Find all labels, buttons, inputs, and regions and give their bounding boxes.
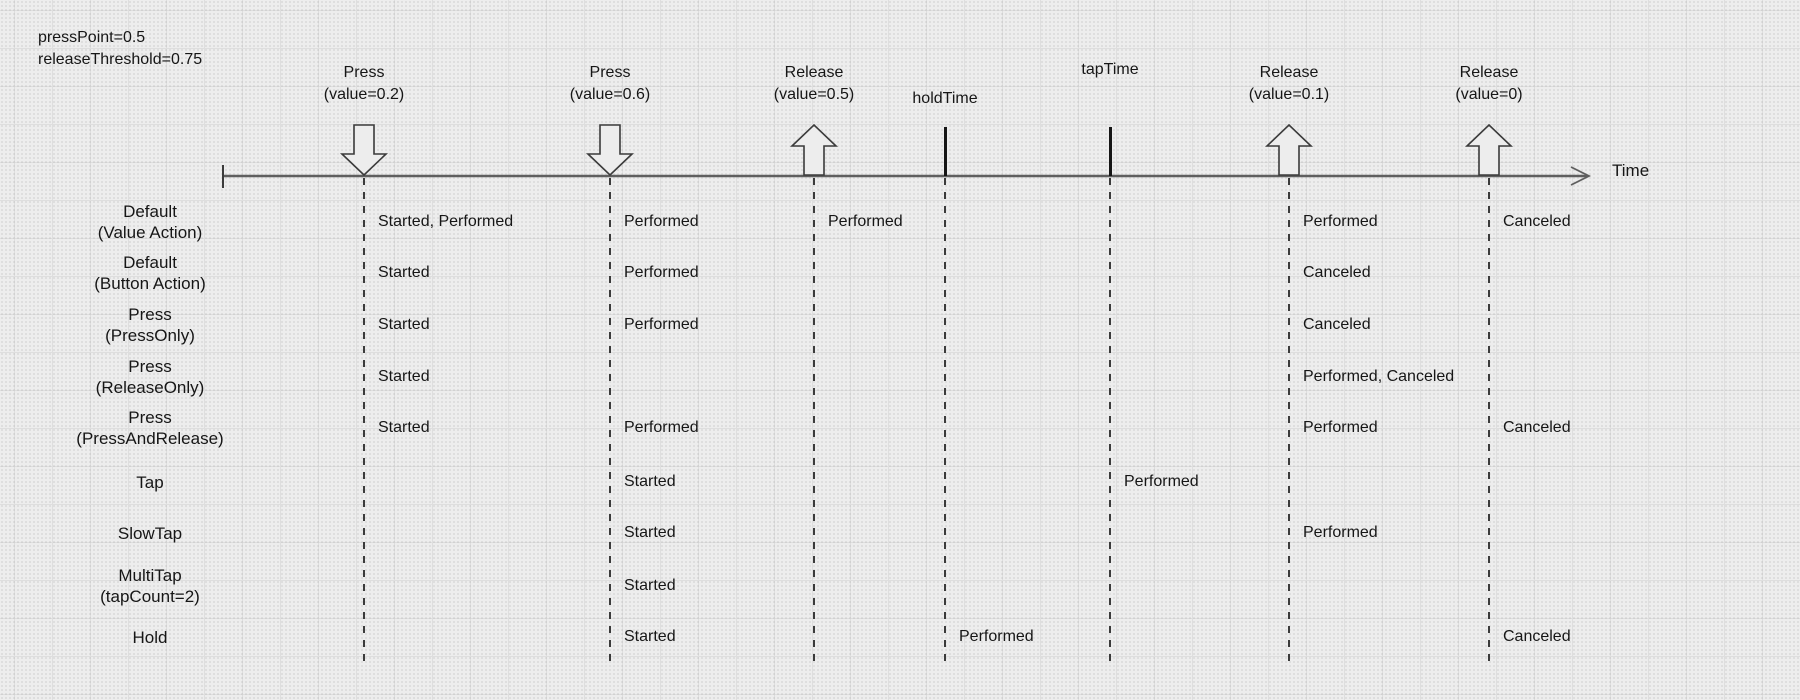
phase-cell: Started <box>624 628 676 645</box>
event-label-release-value-0-5: Release (value=0.5) <box>774 62 855 106</box>
event-subtitle: (value=0.5) <box>773 86 855 103</box>
phase-cell: Started <box>378 368 430 385</box>
event-title: tapTime <box>1081 61 1139 78</box>
row-label-multitap-tapcount-2: MultiTap (tapCount=2) <box>0 565 300 607</box>
event-subtitle: (value=0.6) <box>569 86 651 103</box>
row-subtitle: (tapCount=2) <box>100 587 200 606</box>
event-label-tap-time: tapTime <box>1081 59 1138 81</box>
arrow-down-icon <box>340 124 388 176</box>
guide-line-press-value-0-6 <box>609 178 611 665</box>
event-title: Release <box>1259 64 1319 81</box>
row-title: Default <box>123 253 177 272</box>
phase-cell: Started <box>624 473 676 490</box>
phase-cell: Canceled <box>1303 264 1371 281</box>
phase-cell: Canceled <box>1503 419 1571 436</box>
row-title: Press <box>128 305 172 324</box>
event-title: Release <box>1459 64 1519 81</box>
event-label-release-value-0-1: Release (value=0.1) <box>1249 62 1330 106</box>
event-label-release-value-0: Release (value=0) <box>1455 62 1522 106</box>
phase-cell: Performed <box>1303 419 1378 436</box>
row-label-default-button-action: Default (Button Action) <box>0 252 300 294</box>
phase-cell: Canceled <box>1503 628 1571 645</box>
row-label-press-pressonly: Press (PressOnly) <box>0 304 300 346</box>
event-subtitle: (value=0) <box>1455 86 1523 103</box>
config-note: pressPoint=0.5 releaseThreshold=0.75 <box>38 27 202 71</box>
event-label-press-value-0-2: Press (value=0.2) <box>324 62 405 106</box>
event-title: Release <box>784 64 844 81</box>
row-label-slowtap: SlowTap <box>0 523 300 544</box>
guide-line-release-value-0-1 <box>1288 178 1290 665</box>
phase-cell: Performed <box>1124 473 1199 490</box>
event-subtitle: (value=0.1) <box>1248 86 1330 103</box>
row-label-hold: Hold <box>0 627 300 648</box>
phase-cell: Performed <box>624 213 699 230</box>
guide-line-tap-time <box>1109 178 1111 665</box>
event-subtitle: (value=0.2) <box>323 86 405 103</box>
time-axis-arrowhead-icon <box>1570 166 1592 186</box>
phase-cell: Started <box>624 524 676 541</box>
row-title: MultiTap <box>118 566 182 585</box>
phase-cell: Performed <box>624 264 699 281</box>
row-title: SlowTap <box>117 524 183 543</box>
phase-cell: Performed <box>624 419 699 436</box>
guide-line-hold-time <box>944 178 946 665</box>
row-label-press-pressandrelease: Press (PressAndRelease) <box>0 407 300 449</box>
phase-cell: Started, Performed <box>378 213 514 230</box>
guide-line-release-value-0-5 <box>813 178 815 665</box>
phase-cell: Canceled <box>1503 213 1571 230</box>
phase-cell: Started <box>378 264 430 281</box>
phase-cell: Performed, Canceled <box>1303 368 1455 385</box>
phase-cell: Performed <box>1303 213 1378 230</box>
row-subtitle: (Button Action) <box>94 274 206 293</box>
row-label-press-releaseonly: Press (ReleaseOnly) <box>0 356 300 398</box>
config-presspoint: pressPoint=0.5 <box>38 29 146 46</box>
arrow-up-icon <box>1465 124 1513 176</box>
row-subtitle: (ReleaseOnly) <box>95 378 205 397</box>
guide-line-release-value-0 <box>1488 178 1490 665</box>
phase-cell: Performed <box>1303 524 1378 541</box>
row-subtitle: (PressAndRelease) <box>76 429 224 448</box>
row-title: Tap <box>136 473 164 492</box>
time-tick-tap-time <box>1108 127 1112 176</box>
phase-cell: Performed <box>959 628 1034 645</box>
event-label-hold-time: holdTime <box>912 88 977 110</box>
config-releasethreshold: releaseThreshold=0.75 <box>38 51 203 68</box>
row-title: Press <box>128 357 172 376</box>
event-title: Press <box>589 64 631 81</box>
row-subtitle: (Value Action) <box>97 223 203 242</box>
arrow-down-icon <box>586 124 634 176</box>
phase-cell: Started <box>378 419 430 436</box>
time-axis-label: Time <box>1612 161 1650 180</box>
row-title: Default <box>123 202 177 221</box>
time-tick-hold-time <box>943 127 947 176</box>
arrow-up-icon <box>1265 124 1313 176</box>
phase-cell: Started <box>624 577 676 594</box>
event-title: Press <box>343 64 385 81</box>
event-title: holdTime <box>912 90 978 107</box>
phase-cell: Performed <box>624 316 699 333</box>
phase-cell: Started <box>378 316 430 333</box>
guide-line-press-value-0-2 <box>363 178 365 665</box>
arrow-up-icon <box>790 124 838 176</box>
row-label-tap: Tap <box>0 472 300 493</box>
row-label-default-value-action: Default (Value Action) <box>0 201 300 243</box>
row-title: Hold <box>132 628 168 647</box>
phase-cell: Canceled <box>1303 316 1371 333</box>
event-label-press-value-0-6: Press (value=0.6) <box>570 62 651 106</box>
phase-cell: Performed <box>828 213 903 230</box>
row-title: Press <box>128 408 172 427</box>
row-subtitle: (PressOnly) <box>105 326 195 345</box>
